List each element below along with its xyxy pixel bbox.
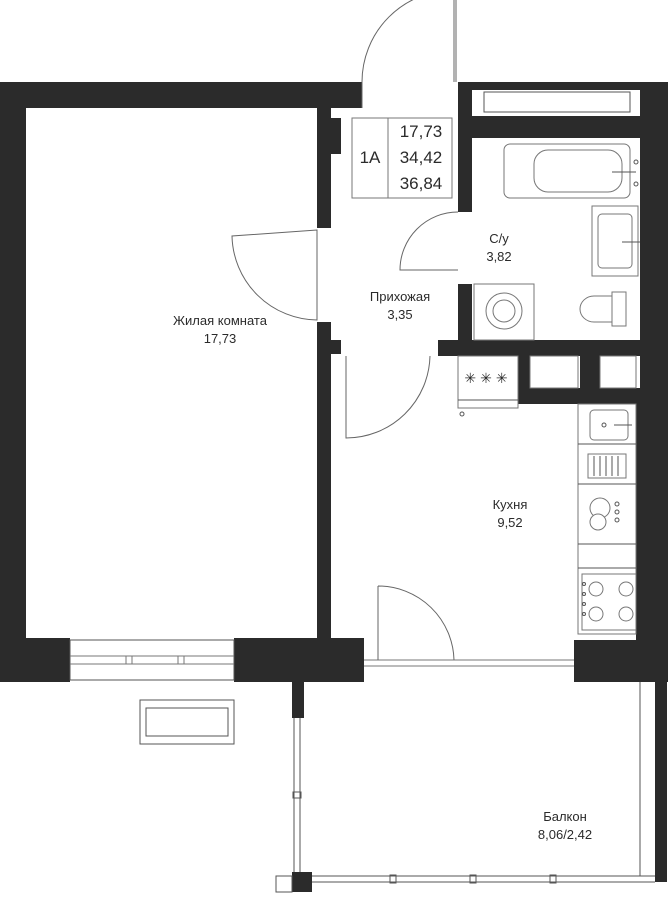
living-room-area: 17,73 xyxy=(203,331,237,346)
hall-area: 3,35 xyxy=(387,307,413,322)
apartment-area-total: 34,42 xyxy=(399,148,443,167)
wall-bath-top xyxy=(462,82,668,90)
bathroom-area: 3,82 xyxy=(486,249,512,264)
boiler-stove xyxy=(457,355,519,417)
cooktop xyxy=(581,573,637,631)
bathtub xyxy=(503,143,639,199)
wall-bottom-left xyxy=(0,638,70,682)
windows xyxy=(69,90,640,681)
wall-bath-left-top xyxy=(458,82,472,212)
wall-kitchen-top-c xyxy=(518,388,668,404)
shaft xyxy=(599,355,637,389)
partition-nub xyxy=(331,340,341,354)
wall-kitchen-top-b xyxy=(580,340,600,402)
wall-bath-left-bottom xyxy=(458,284,472,344)
balcony-railing xyxy=(139,682,655,893)
kitchen-door xyxy=(345,355,431,439)
balcony-radiator xyxy=(139,699,235,745)
partition-lower xyxy=(317,322,331,640)
wall-left xyxy=(0,82,26,682)
apartment-info-box xyxy=(351,117,453,199)
walls xyxy=(0,82,668,892)
coffee-machine xyxy=(589,497,620,531)
living-room-name: Жилая комната xyxy=(173,313,267,328)
wall-top-left xyxy=(0,82,362,108)
apartment-area-living: 17,73 xyxy=(399,122,443,141)
wall-bath-inner-top xyxy=(462,116,668,138)
partition-top-block xyxy=(331,118,341,154)
sink-bathroom xyxy=(591,205,640,277)
apartment-type-label: 1А xyxy=(359,148,381,167)
wall-bottom-mid xyxy=(234,638,364,682)
bathroom-door xyxy=(399,211,459,271)
living-window xyxy=(69,639,235,681)
living-door xyxy=(231,229,318,321)
kitchen-name: Кухня xyxy=(492,497,528,512)
kitchen-sink xyxy=(589,409,632,441)
balcony-area: 8,06/2,42 xyxy=(537,827,593,842)
entrance-door xyxy=(361,0,455,108)
wall-bath-bottom xyxy=(438,340,668,356)
doors xyxy=(231,0,459,661)
partition-upper xyxy=(317,108,331,228)
toilet xyxy=(579,291,627,327)
wall-kitchen-top-a xyxy=(518,340,530,402)
wall-kitchen-corner xyxy=(574,640,668,682)
balcony-door xyxy=(377,585,455,661)
balcony-post-corner xyxy=(292,872,312,892)
bathroom-name: С/у xyxy=(489,231,509,246)
wall-right-lower xyxy=(636,404,668,680)
kitchen-area: 9,52 xyxy=(497,515,523,530)
balcony-name: Балкон xyxy=(543,809,587,824)
washing-machine xyxy=(473,283,535,341)
dish-drainer xyxy=(587,453,627,479)
apartment-area-with-balcony: 36,84 xyxy=(399,174,443,193)
hall-name: Прихожая xyxy=(369,289,431,304)
stove-burners-icon: ✳✳✳ xyxy=(464,370,512,386)
kitchen-niche xyxy=(529,355,579,389)
balcony-post-left xyxy=(292,682,304,718)
balcony-post-right xyxy=(655,682,667,882)
